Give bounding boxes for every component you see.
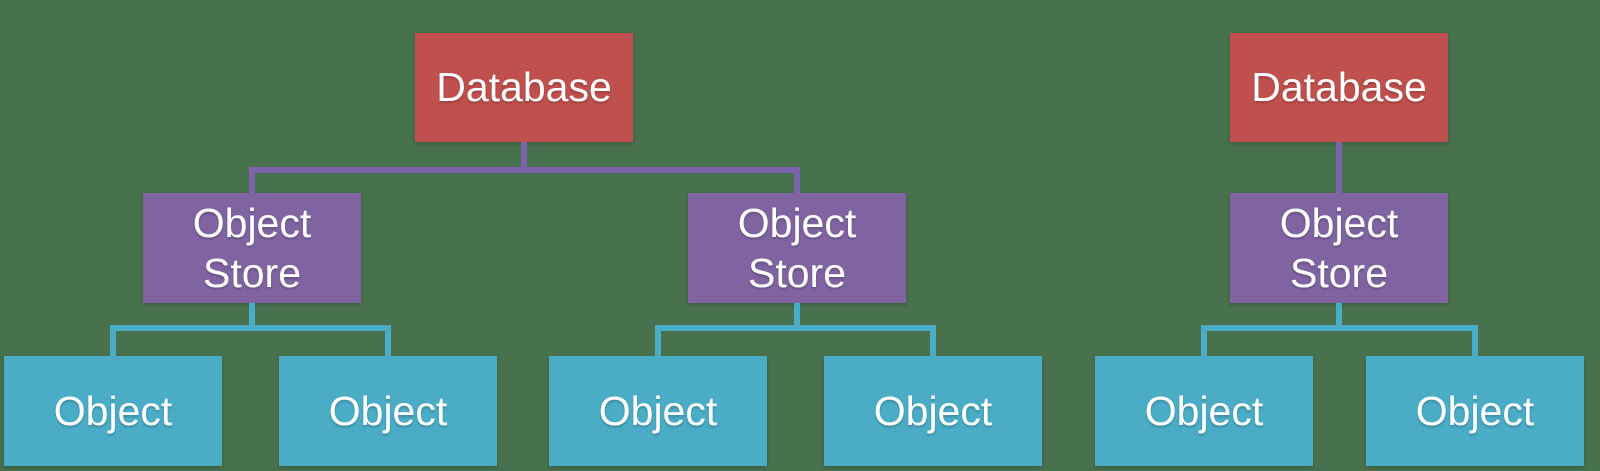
connector-store-stub [1336,303,1342,331]
node-label: Object [598,387,718,434]
node-object: Object [1095,356,1313,466]
connector-object-drop [1472,325,1478,356]
connector-database-horizontal [249,167,800,173]
connector-object-drop [655,325,661,356]
node-label: Object [873,387,993,434]
node-object-store: Object Store [688,193,906,303]
node-label: Object Store [192,199,312,296]
connector-database-stub [521,142,527,173]
node-object: Object [1366,356,1584,466]
connector-object-horizontal [1201,325,1478,331]
connector-store-drop [249,167,255,193]
node-label: Database [1251,64,1427,111]
connector-object-horizontal [655,325,936,331]
connector-store-stub [249,303,255,331]
node-object: Object [279,356,497,466]
node-object: Object [4,356,222,466]
connector-database-vertical [1336,142,1342,193]
node-database: Database [1230,33,1448,142]
node-object: Object [824,356,1042,466]
node-database: Database [415,33,633,142]
node-object-store: Object Store [1230,193,1448,303]
node-label: Object [53,387,173,434]
node-label: Object [1144,387,1264,434]
node-object: Object [549,356,767,466]
node-label: Object [1415,387,1535,434]
connector-object-drop [385,325,391,356]
node-label: Database [436,64,612,111]
node-object-store: Object Store [143,193,361,303]
node-label: Object Store [737,199,857,296]
connector-object-drop [1201,325,1207,356]
connector-object-drop [110,325,116,356]
connector-store-stub [794,303,800,331]
node-label: Object Store [1279,199,1399,296]
connector-object-drop [930,325,936,356]
connector-store-drop [794,167,800,193]
node-label: Object [328,387,448,434]
connector-object-horizontal [110,325,391,331]
